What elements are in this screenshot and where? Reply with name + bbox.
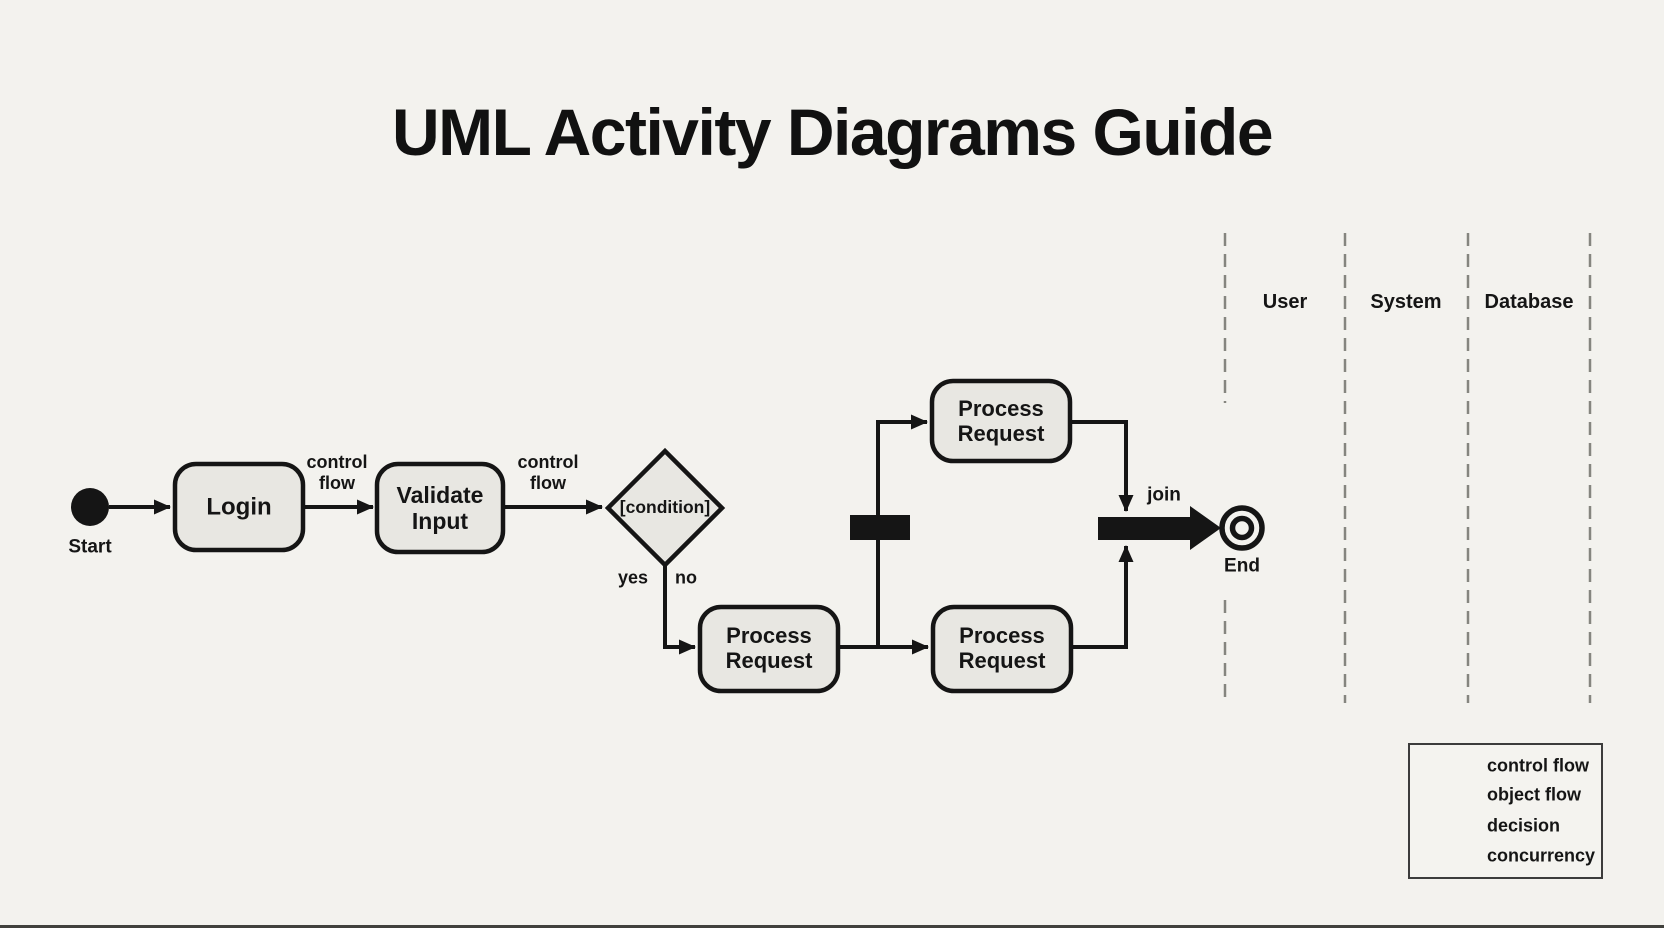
yes-branch-label: yes	[617, 567, 649, 588]
start-node	[71, 488, 109, 526]
page-title: UML Activity Diagrams Guide	[391, 95, 1274, 170]
legend-label-concurrency: concurrency	[1487, 845, 1596, 866]
login-activity-label: Login	[206, 493, 272, 521]
edge-fork-to-top-process	[876, 414, 928, 647]
no-branch-label: no	[675, 567, 697, 588]
swimlane-label-system: System	[1370, 290, 1442, 313]
process-request-bottom-box	[930, 604, 1074, 694]
control-flow-edge-label-2: control flow	[517, 452, 579, 493]
process-request-branch-label: Process Request	[725, 623, 813, 673]
swimlane-label-database: Database	[1484, 290, 1574, 313]
edge-top-process-to-join	[1070, 420, 1134, 512]
end-node-outer-ring	[1219, 505, 1265, 551]
process-request-top-label: Process Request	[957, 396, 1045, 446]
edge-decision-to-process	[663, 565, 696, 655]
join-label: join	[1147, 484, 1181, 506]
join-bar-arrow	[1098, 506, 1221, 550]
control-flow-edges	[109, 414, 1134, 655]
login-activity-box	[172, 461, 306, 553]
control-flow-edge-label-1: control flow	[306, 452, 368, 493]
decision-condition-label: [condition]	[619, 497, 711, 518]
bottom-edge-line	[0, 925, 1664, 928]
validate-input-activity-box	[374, 461, 506, 555]
process-request-branch-box	[697, 604, 841, 694]
fork-bar	[850, 515, 910, 540]
process-request-bottom-label: Process Request	[958, 623, 1046, 673]
decision-diamond	[604, 447, 726, 569]
legend-label-control-flow: control flow	[1487, 755, 1589, 776]
swimlane-divider-lines	[1223, 233, 1592, 703]
end-node-label: End	[1224, 555, 1260, 577]
validate-input-activity-label: Validate Input	[396, 482, 484, 534]
edge-bottom-process-to-join	[1071, 545, 1134, 649]
end-node	[1219, 505, 1265, 551]
process-request-top-box	[929, 378, 1073, 464]
end-node-inner-ring	[1229, 515, 1255, 541]
start-node-label: Start	[68, 536, 112, 558]
legend-label-object-flow: object flow	[1487, 784, 1581, 805]
legend-label-decision: decision	[1487, 815, 1561, 836]
legend-box	[1408, 743, 1603, 879]
swimlane-label-user: User	[1262, 290, 1308, 313]
activity-nodes	[172, 378, 1074, 694]
